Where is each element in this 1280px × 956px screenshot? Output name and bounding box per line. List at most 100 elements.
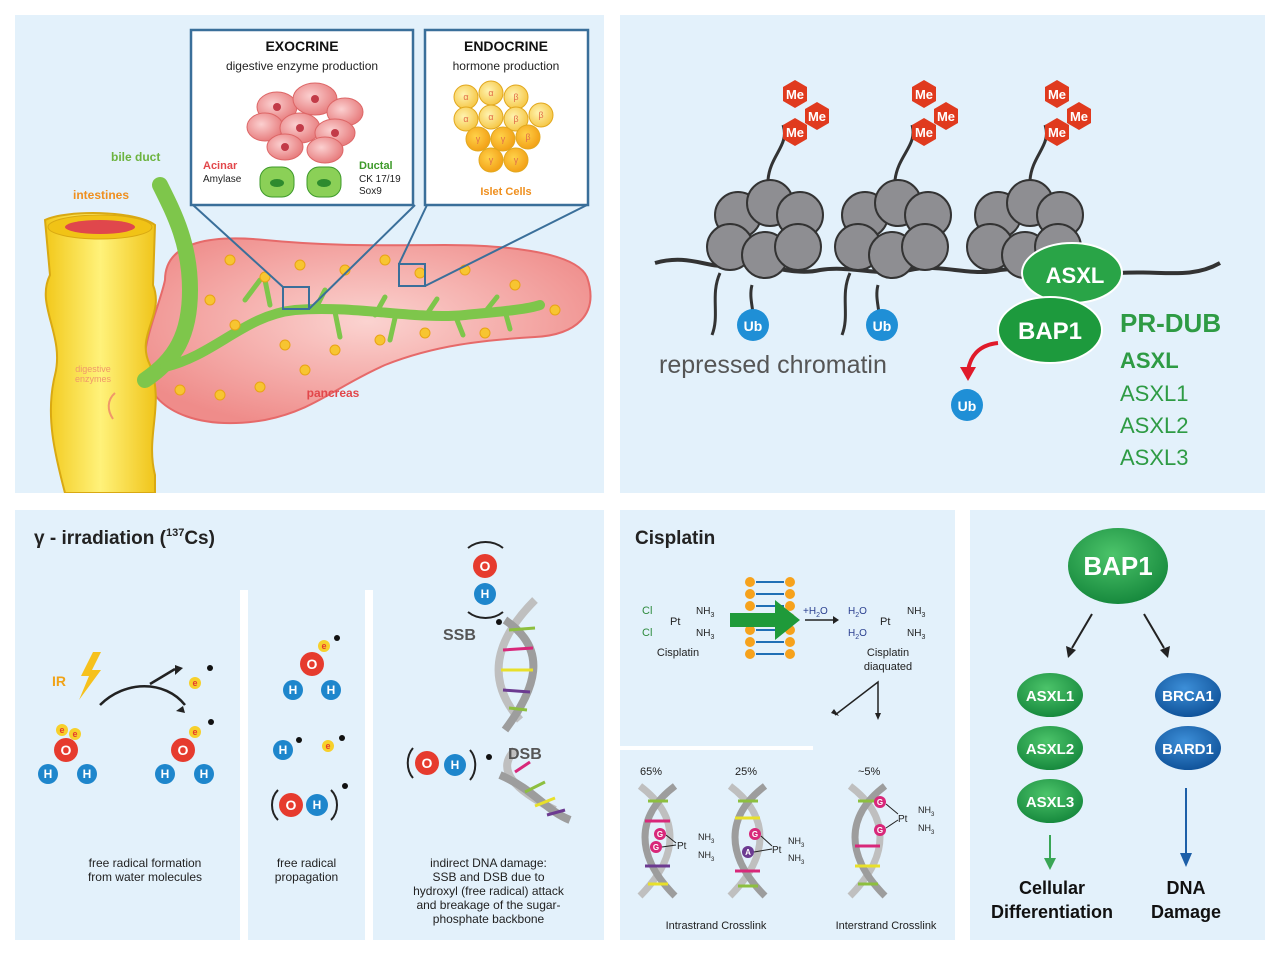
irradiation-title: γ - irradiation (137Cs) [34,527,215,549]
asxl3-node: ASXL3 [1017,779,1083,823]
pr-dub-label: PR-DUB [1120,308,1221,338]
intestines-label: intestines [73,188,129,202]
svg-text:γ: γ [476,134,481,144]
svg-text:Me: Me [915,87,933,102]
svg-text:Me: Me [1070,109,1088,124]
svg-text:NH3: NH3 [696,628,714,641]
bap1-node [1068,528,1168,604]
exocrine-box [189,28,415,207]
svg-text:H: H [289,683,298,697]
brca1-node: BRCA1 [1155,673,1221,717]
amylase-label: Amylase [203,174,242,185]
svg-text:G: G [657,830,663,839]
asxl1-label: ASXL1 [1120,381,1189,406]
svg-text:H2O: H2O [848,606,867,619]
pancreas-organ [143,237,592,424]
intestine [43,212,157,494]
svg-text:O: O [286,797,297,813]
svg-text:Ub: Ub [744,318,763,334]
svg-text:NH3: NH3 [788,853,805,866]
svg-text:O: O [422,755,433,771]
svg-text:β: β [513,92,518,102]
asxl2-label: ASXL2 [1120,413,1189,438]
svg-text:Pt: Pt [772,845,782,856]
svg-text:BAP1: BAP1 [1018,318,1082,345]
hydroxyl-radical-1: O H [271,783,348,821]
svg-text:Cl: Cl [642,605,652,617]
svg-text:Pt: Pt [677,841,687,852]
svg-text:G: G [653,843,659,852]
svg-text:α: α [463,92,468,102]
hydroxyl-ssb: O H [467,541,504,625]
ub-3: Ub [951,389,983,421]
repressed-chromatin-label: repressed chromatin [659,351,887,379]
pancreas-label: pancreas [307,386,360,400]
svg-text:ASXL: ASXL [1046,263,1105,288]
ck-label: CK 17/19 [359,174,401,185]
bap1-ellipse [997,296,1103,364]
svg-text:O: O [307,656,318,672]
me-group-2 [912,80,958,146]
svg-text:H: H [481,587,490,601]
svg-text:H: H [161,767,170,781]
svg-text:H: H [327,683,336,697]
svg-text:~5%: ~5% [858,766,881,778]
svg-text:ASXL2: ASXL2 [1026,741,1074,758]
ub-2: Ub [866,309,898,341]
svg-text:e: e [325,741,330,751]
svg-text:e: e [59,725,64,735]
dna-helix-65 [637,783,678,899]
asxl3-label: ASXL3 [1120,445,1189,470]
transport-arrow [730,600,800,640]
svg-text:A: A [745,848,751,857]
svg-text:γ: γ [501,134,506,144]
dsb-label: DSB [508,746,542,763]
svg-text:65%: 65% [640,766,662,778]
svg-text:BAP1: BAP1 [1083,551,1152,581]
sox9-label: Sox9 [359,186,382,197]
water-radical-1: O H H e [155,719,214,784]
digestive-enzymes-label-2: enzymes [75,374,112,384]
dna-helix-ssb [494,597,538,733]
svg-text:H: H [83,767,92,781]
svg-text:β: β [525,132,530,142]
svg-text:NH3: NH3 [918,805,935,818]
svg-text:β: β [538,110,543,120]
svg-text:γ: γ [514,155,519,165]
svg-text:Me: Me [937,109,955,124]
dna-label: DNA [1167,878,1206,898]
svg-text:NH3: NH3 [788,836,805,849]
svg-text:H: H [279,743,288,757]
svg-text:O: O [178,742,189,758]
ductal-label: Ductal [359,160,393,172]
cellular-label: Cellular [1019,878,1085,898]
svg-text:γ: γ [489,155,494,165]
pancreas-diagram: EXOCRINE digestive enzyme production Aci… [43,28,592,494]
water-radical-2: O H H e [283,635,341,700]
svg-text:Pt: Pt [670,616,680,628]
bile-duct [137,177,199,388]
svg-text:e: e [192,678,197,688]
pancreatic-duct [160,300,545,372]
differentiation-label: Differentiation [991,902,1113,922]
dna-helix-5 [847,783,888,899]
digestive-enzymes-label-1: digestive [75,364,111,374]
asxl2-node: ASXL2 [1017,726,1083,770]
svg-text:H: H [451,758,460,772]
svg-text:G: G [877,826,883,835]
svg-text:α: α [488,112,493,122]
svg-text:Me: Me [808,109,826,124]
svg-text:Me: Me [915,125,933,140]
svg-text:NH3: NH3 [698,850,715,863]
hydroxyl-dsb: O H [406,747,492,781]
svg-text:Ub: Ub [958,398,977,414]
svg-text:BRCA1: BRCA1 [1162,688,1214,705]
svg-text:Pt: Pt [898,814,908,825]
